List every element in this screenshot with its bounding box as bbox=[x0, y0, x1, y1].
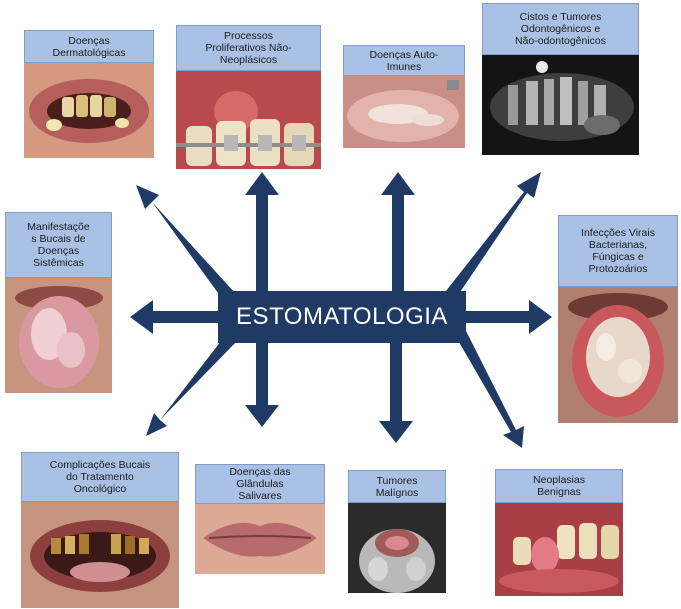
node-label: Neoplasias Benignas bbox=[495, 469, 623, 503]
node-label: Doenças Dermatológicas bbox=[24, 30, 154, 63]
clinical-photo bbox=[348, 503, 446, 593]
node-neoplasias: Neoplasias Benignas bbox=[495, 469, 623, 596]
clinical-photo bbox=[558, 287, 678, 423]
arrow-to-infeccoes bbox=[464, 300, 552, 334]
arrow-to-autoimunes bbox=[381, 172, 415, 292]
node-label: Doenças das Glândulas Salivares bbox=[195, 464, 325, 504]
clinical-photo bbox=[176, 71, 321, 169]
arrow-to-tumores bbox=[379, 342, 413, 443]
arrow-to-glandulas bbox=[245, 342, 279, 427]
node-label: Tumores Malígnos bbox=[348, 470, 446, 503]
node-cistos: Cistos e Tumores Odontogênicos e Não-odo… bbox=[482, 3, 639, 155]
clinical-photo bbox=[495, 503, 623, 596]
arrow-to-cistos bbox=[442, 172, 541, 304]
node-autoimunes: Doenças Auto- Imunes bbox=[343, 45, 465, 148]
node-label: Processos Proliferativos Não- Neoplásico… bbox=[176, 25, 321, 71]
clinical-photo bbox=[343, 76, 465, 148]
clinical-photo bbox=[195, 504, 325, 574]
arrow-to-neoplasias bbox=[452, 323, 524, 448]
node-complicacoes: Complicações Bucais do Tratamento Oncoló… bbox=[21, 452, 179, 608]
node-manifestacoes: Manifestaçõe s Bucais de Doenças Sistêmi… bbox=[5, 212, 112, 393]
node-label: Complicações Bucais do Tratamento Oncoló… bbox=[21, 452, 179, 502]
clinical-photo bbox=[21, 502, 179, 608]
clinical-photo bbox=[24, 63, 154, 158]
node-tumores: Tumores Malígnos bbox=[348, 470, 446, 593]
arrow-to-dermatologicas bbox=[136, 185, 236, 304]
clinical-photo bbox=[5, 278, 112, 393]
node-dermatologicas: Doenças Dermatológicas bbox=[24, 30, 154, 158]
node-proliferativos: Processos Proliferativos Não- Neoplásico… bbox=[176, 25, 321, 169]
central-topic-title: ESTOMATOLOGIA bbox=[236, 303, 448, 330]
radiograph-photo bbox=[482, 55, 639, 155]
arrow-to-manifestacoes bbox=[130, 300, 220, 334]
node-label: Infecções Virais Bacterianas, Fúngicas e… bbox=[558, 215, 678, 287]
central-topic-box: ESTOMATOLOGIA bbox=[218, 291, 466, 343]
node-label: Doenças Auto- Imunes bbox=[343, 45, 465, 76]
node-infeccoes: Infecções Virais Bacterianas, Fúngicas e… bbox=[558, 215, 678, 423]
node-glandulas: Doenças das Glândulas Salivares bbox=[195, 464, 325, 574]
arrow-to-complicacoes bbox=[146, 332, 238, 436]
node-label: Cistos e Tumores Odontogênicos e Não-odo… bbox=[482, 3, 639, 55]
arrow-to-proliferativos bbox=[245, 172, 279, 292]
node-label: Manifestaçõe s Bucais de Doenças Sistêmi… bbox=[5, 212, 112, 278]
